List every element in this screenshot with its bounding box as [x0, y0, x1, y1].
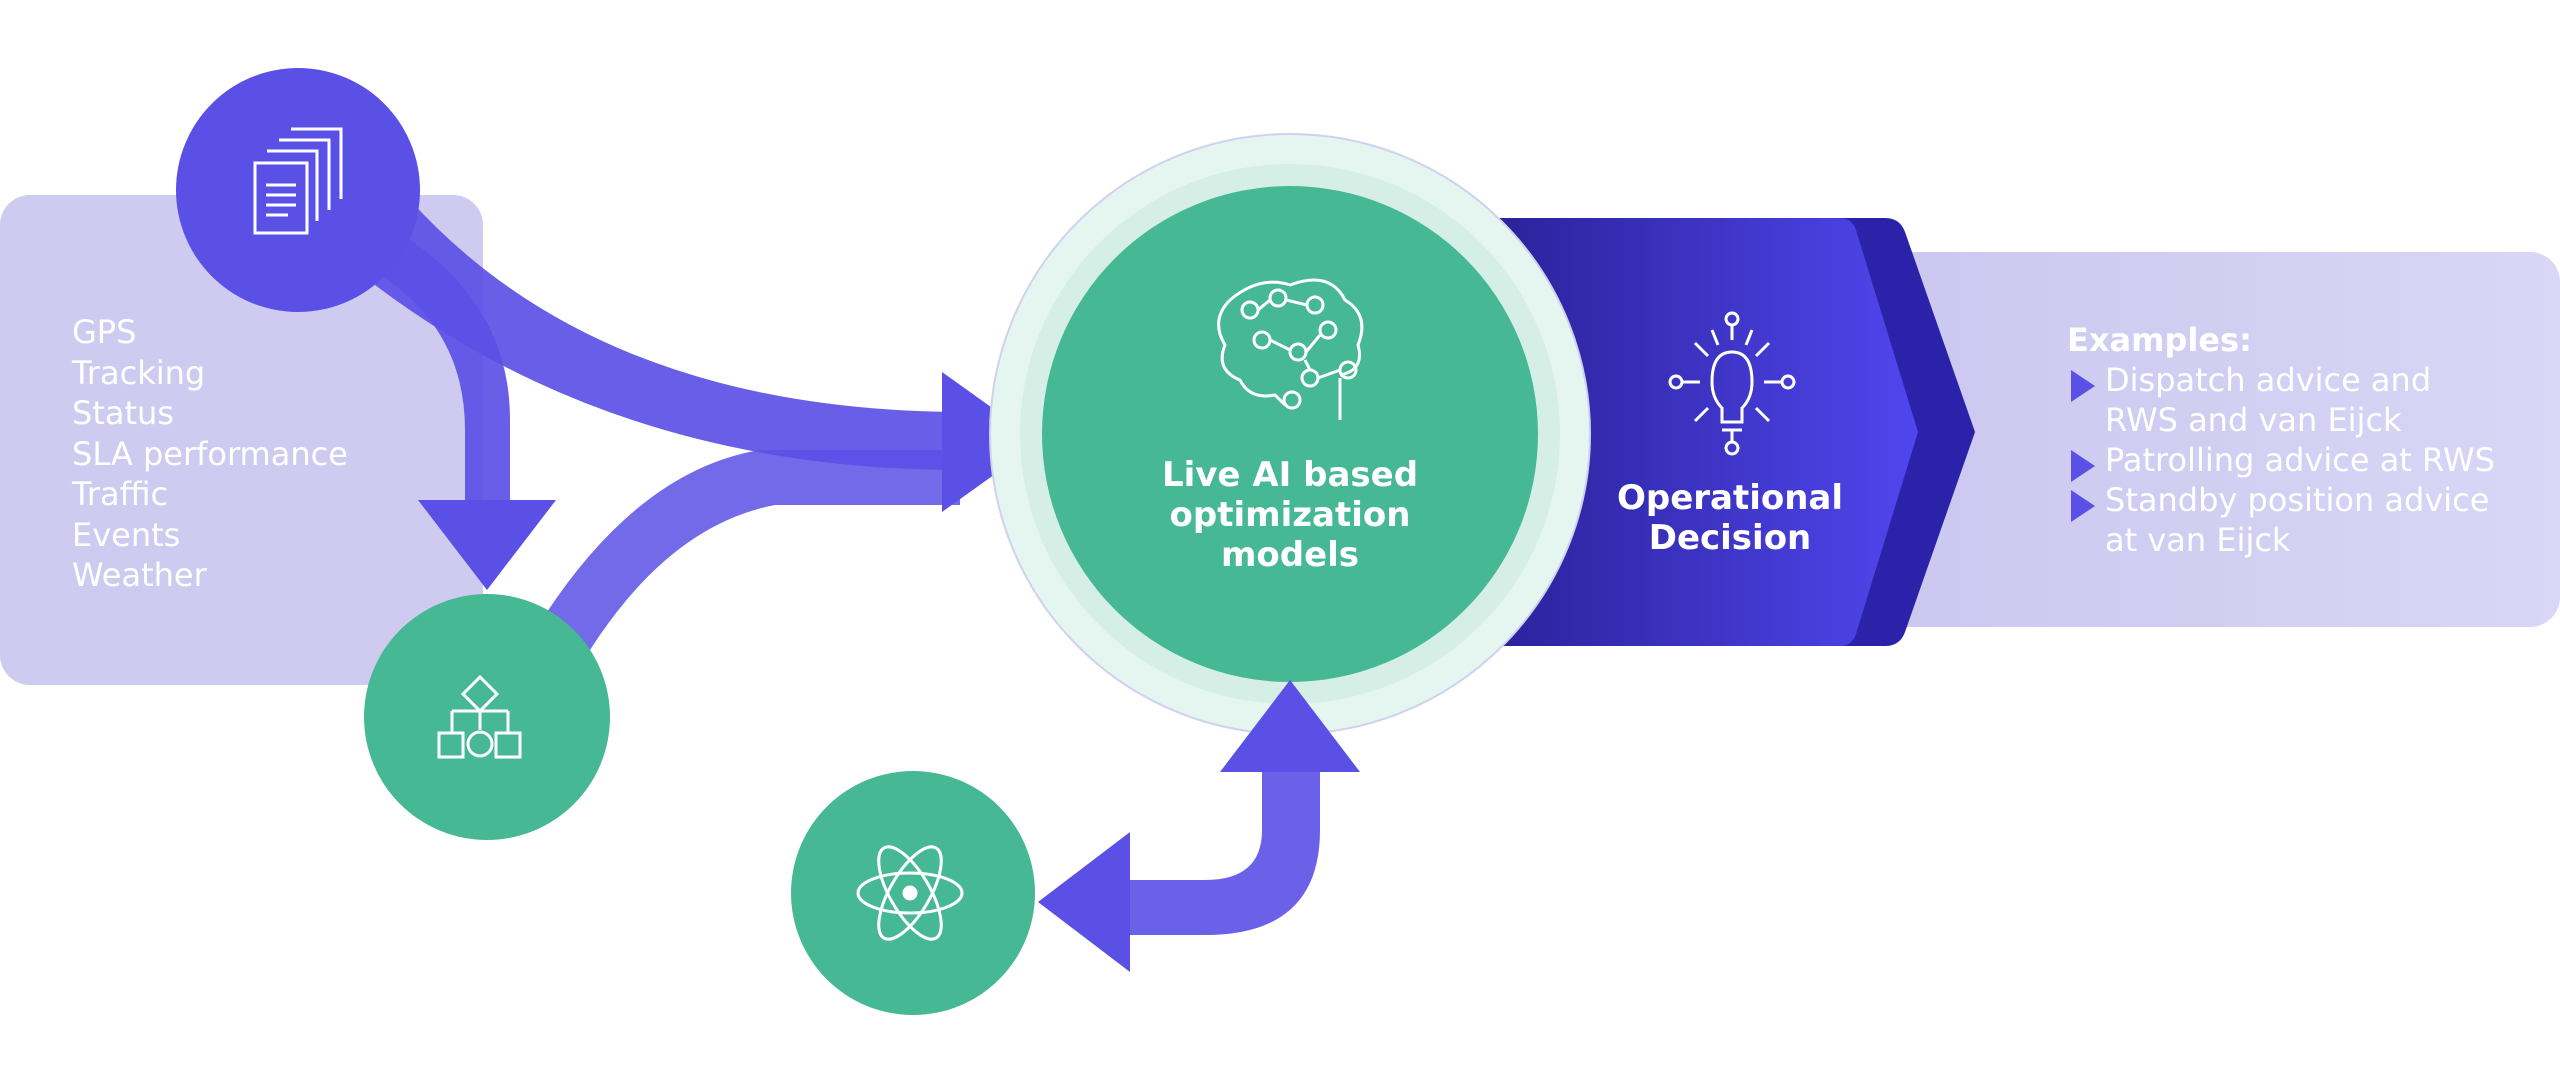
input-item: SLA performance — [72, 434, 348, 473]
input-item: Events — [72, 515, 181, 554]
bullet-triangle-icon — [2071, 490, 2095, 522]
documents-icon — [253, 127, 343, 235]
examples-list: Examples: Dispatch advice and RWS and va… — [2067, 320, 2547, 560]
example-item: Dispatch advice and RWS and van Eijck — [2067, 360, 2547, 440]
live-data-label: Live Data — [219, 0, 377, 39]
examples-heading: Examples: — [2067, 321, 2252, 359]
risk-model-label-line1: Risk Prediction — [368, 868, 612, 907]
lightbulb-icon — [1668, 311, 1796, 456]
center-label-line1: Live AI based — [1161, 455, 1419, 495]
simulator-label: Simulator — [830, 1040, 990, 1079]
risk-model-label: Risk Prediction Model — [340, 866, 640, 954]
atom-icon — [856, 845, 964, 941]
flow-data-to-center — [375, 200, 960, 470]
arrow-head-left — [1038, 832, 1130, 972]
center-label-line3: models — [1220, 535, 1360, 575]
risk-model-circle — [364, 594, 610, 840]
example-item-line1: Patrolling advice at RWS — [2105, 441, 2495, 479]
inputs-list: GPS Tracking Status SLA performance Traf… — [72, 312, 348, 596]
risk-model-label-line2: Model — [440, 912, 540, 951]
input-item: Weather — [72, 556, 207, 594]
input-item: Status — [72, 394, 174, 432]
decision-label-line1: Operational — [1616, 478, 1844, 518]
flow-center-to-simulator — [1120, 765, 1320, 935]
input-item: Traffic — [72, 475, 169, 513]
center-label: Live AI based optimization models — [1130, 455, 1450, 575]
input-item: Tracking — [72, 353, 206, 392]
arrow-head-down — [418, 500, 556, 590]
example-item-line2: at van Eijck — [2105, 521, 2291, 559]
example-item-line1: Standby position advice — [2105, 481, 2490, 519]
flow-risk-to-center — [545, 450, 960, 650]
example-item-line2: RWS and van Eijck — [2105, 401, 2402, 439]
arrow-head-up — [1220, 680, 1360, 772]
input-item: GPS — [72, 313, 137, 351]
example-item-line1: Dispatch advice and — [2105, 361, 2432, 399]
hierarchy-icon — [437, 674, 522, 759]
decision-label: Operational Decision — [1600, 478, 1860, 558]
brain-circuit-icon — [1217, 278, 1364, 420]
decision-label-line2: Decision — [1648, 518, 1812, 558]
examples-panel — [1880, 252, 2560, 627]
center-label-line2: optimization — [1169, 495, 1411, 535]
example-item: Patrolling advice at RWS — [2067, 440, 2547, 482]
bullet-triangle-icon — [2071, 370, 2095, 402]
example-item: Standby position advice at van Eijck — [2067, 480, 2547, 560]
center-circle — [1042, 186, 1538, 682]
inputs-panel — [0, 195, 483, 685]
bullet-triangle-icon — [2071, 450, 2095, 482]
